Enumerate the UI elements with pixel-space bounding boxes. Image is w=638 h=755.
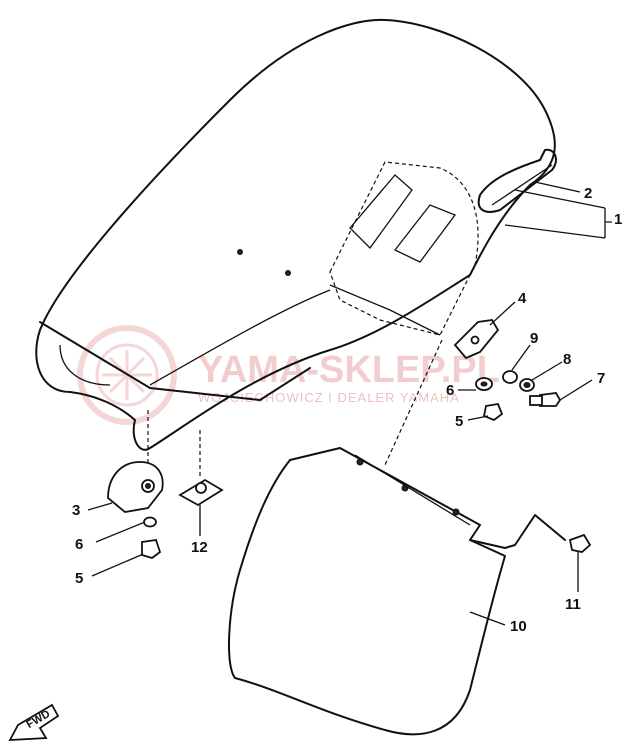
callout-1: 1 (614, 211, 622, 228)
mud-flap-hole (356, 458, 364, 466)
mud-flap-10 (228, 447, 592, 736)
bracket-3-hole-center (145, 483, 151, 489)
bolt-7 (539, 392, 562, 407)
washer-6-right-hole (480, 381, 488, 387)
leader-9 (511, 344, 531, 371)
callout-10: 10 (510, 618, 527, 635)
rear-hook (453, 319, 500, 360)
callout-11: 11 (565, 596, 581, 613)
seat-body (35, 18, 556, 451)
seat-hole (237, 249, 243, 255)
leader-7 (559, 379, 593, 401)
seat-assembly (35, 18, 557, 451)
leader-5-left (91, 551, 149, 577)
leader-8 (531, 361, 563, 381)
nut-12-boss (195, 482, 207, 494)
bolt-7-shank (529, 395, 543, 406)
leader-5-right (467, 415, 489, 421)
mud-flap-hole (452, 508, 460, 516)
callout-7: 7 (597, 370, 605, 387)
callout-6-right: 6 (446, 382, 454, 399)
bracket-3 (107, 461, 164, 513)
fwd-arrow-icon: FWD (8, 703, 60, 741)
washer-8-hole (523, 382, 531, 388)
bolt-5-right (482, 402, 504, 422)
hook-bolt-hole (470, 335, 480, 345)
mud-flap-fold (354, 454, 471, 526)
seat-hole (285, 270, 291, 276)
bolt-5-left (141, 539, 162, 559)
callout-6-left: 6 (75, 536, 83, 553)
watermark: YAMA-SKLEP.PL WOJCIECHOWICZ I DEALER YAM… (77, 325, 500, 425)
washer-9 (502, 370, 518, 384)
callout-3: 3 (72, 502, 80, 519)
callout-9: 9 (530, 330, 538, 347)
watermark-title: YAMA-SKLEP.PL (198, 349, 500, 391)
seat-pan-edge (329, 284, 441, 336)
seat-pan-rib-2 (393, 204, 457, 263)
callout-labels: 2 1 4 9 8 7 6 5 3 6 5 12 11 10 (72, 185, 622, 635)
seat-nose-curve (59, 344, 111, 386)
callout-5-right: 5 (455, 413, 463, 430)
leader-1 (504, 189, 612, 239)
callout-4: 4 (518, 290, 527, 307)
mud-flap-outline (228, 447, 506, 736)
leader-4 (489, 301, 516, 326)
callout-5-left: 5 (75, 570, 83, 587)
leader-2 (534, 181, 581, 193)
leader-3 (87, 502, 113, 511)
mud-flap-tab (469, 514, 566, 549)
leader-seat-to-flap (384, 339, 443, 466)
seat-side-line (149, 289, 331, 386)
callout-2: 2 (584, 185, 592, 202)
left-fasteners (107, 461, 224, 559)
callout-12: 12 (191, 539, 208, 556)
callout-8: 8 (563, 351, 571, 368)
washer-6-left (143, 516, 157, 528)
seat-pan-rib (349, 174, 413, 249)
seat-front-edge (39, 321, 311, 401)
watermark-subtitle: WOJCIECHOWICZ I DEALER YAMAHA (198, 390, 460, 405)
seat-strap (477, 148, 557, 213)
seat-pan-outline (329, 161, 479, 336)
leader-6-left (95, 521, 146, 543)
screw-11 (568, 533, 592, 553)
seat-strap-line (491, 164, 553, 206)
right-fasteners (475, 370, 562, 422)
